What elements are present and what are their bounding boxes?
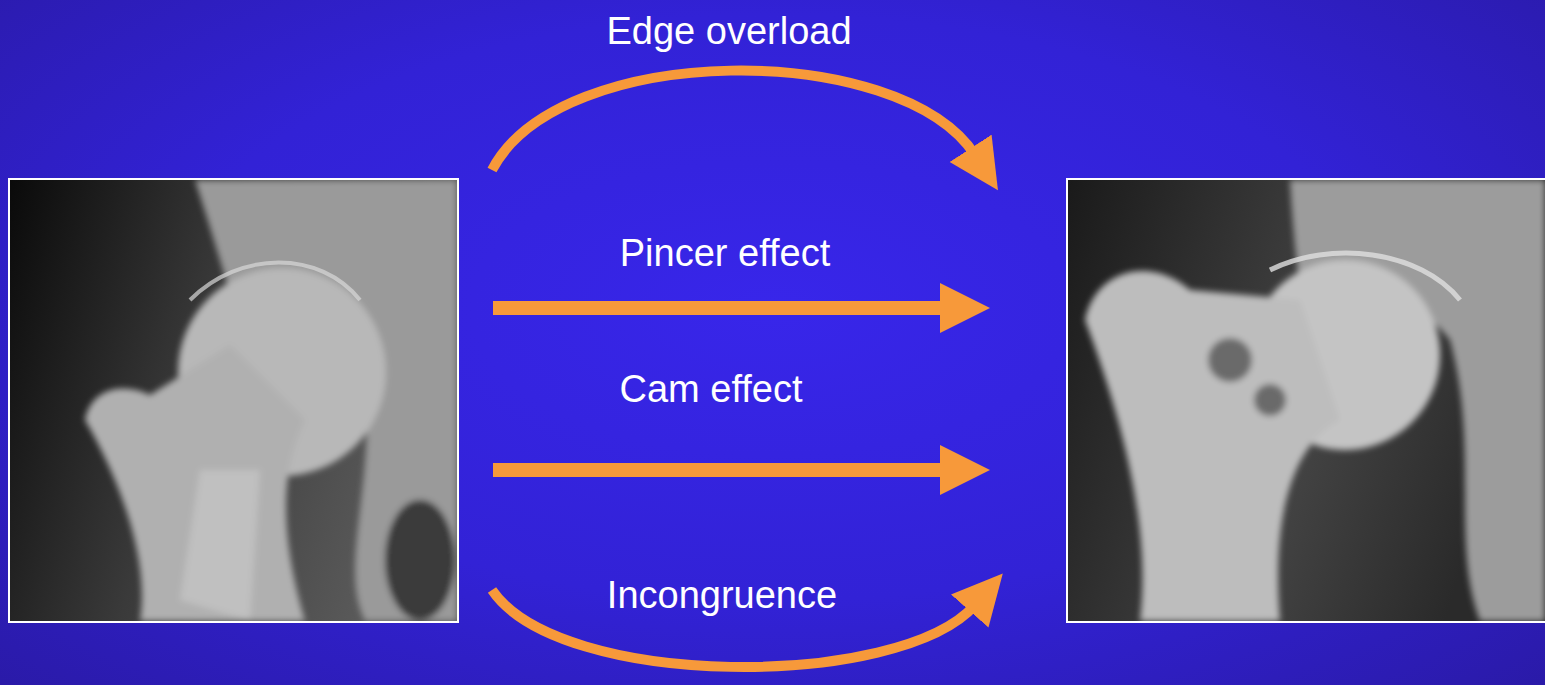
normal-hip-xray bbox=[10, 180, 457, 621]
cam-arrow bbox=[493, 463, 948, 477]
pincer-arrow bbox=[493, 301, 948, 315]
arrow-label: Cam effect bbox=[619, 368, 802, 412]
arrow-label: Edge overload bbox=[606, 10, 851, 54]
arrows bbox=[492, 71, 975, 667]
arthritic-hip-xray bbox=[1068, 180, 1545, 621]
arrow-label: Incongruence bbox=[607, 574, 837, 618]
edge-overload-arrow bbox=[492, 71, 975, 170]
arrow-label: Pincer effect bbox=[620, 232, 831, 276]
